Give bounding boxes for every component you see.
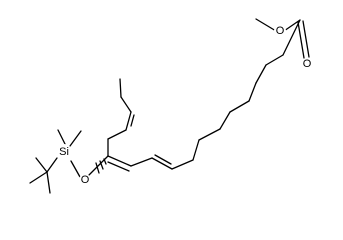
bond-cis-alkene-a [151, 157, 173, 170]
bond-side-alkene-b [130, 114, 135, 127]
bond-carbonyl-double-b [302, 20, 310, 58]
ester-oxygen-label: O [276, 25, 285, 37]
bond-chain-c6-c7 [219, 111, 231, 130]
silicon-atom: Si [56, 144, 72, 160]
bond-chain-c4-c5 [248, 82, 257, 102]
bond-side-c17-c18 [120, 96, 132, 113]
bond-stereo-hash-2 [99, 160, 104, 170]
bond-cis-alkene-b [154, 154, 172, 165]
chemical-structure: O O O Si [29, 18, 313, 194]
bond-tbutyl-methyl-2 [29, 171, 48, 184]
bond-chain-c2-c3 [265, 54, 284, 66]
bond-tbutyl-methyl-3 [46, 171, 51, 194]
bond-trans-alkene-a [107, 155, 132, 167]
carbonyl-oxygen-label: O [303, 58, 312, 70]
bond-carbon-oxygen [88, 155, 109, 176]
bond-stereo-hash-3 [95, 162, 100, 174]
bond-oxygen-silicon [70, 160, 81, 178]
skeleton-bonds [29, 18, 310, 194]
bond-chain-c7-c8 [198, 128, 221, 141]
bond-side-c18-c19 [119, 78, 122, 98]
silicon-label: Si [59, 146, 69, 158]
bond-side-alkene-a [125, 111, 132, 131]
ether-oxygen-label: O [81, 174, 90, 186]
bond-carbonyl-double-a [297, 21, 305, 59]
carbonyl-oxygen-atom: O [301, 58, 313, 70]
bond-chain-c8-c9 [192, 139, 200, 161]
ester-oxygen-atom: O [274, 25, 286, 37]
bond-tbutyl-methyl-1 [35, 157, 48, 173]
bond-chain-c14-c15 [107, 129, 127, 140]
bond-silicon-methyl-1 [57, 129, 67, 147]
bond-chain-c11-c12 [130, 157, 153, 167]
bond-chain-c9-c10 [171, 159, 194, 170]
bond-silicon-quaternary-carbon [46, 157, 58, 173]
bond-trans-alkene-b [107, 161, 130, 172]
bond-chain-c3-c4 [255, 64, 267, 84]
bond-methyl-oxygen [255, 18, 277, 32]
bond-silicon-methyl-2 [69, 130, 82, 147]
bond-oxygen-carbonyl [283, 19, 301, 32]
atom-labels: O O O Si [56, 25, 313, 186]
bond-chain-c1-c2 [282, 19, 301, 56]
ether-oxygen-atom: O [79, 174, 91, 186]
bond-chain-c5-c6 [229, 100, 250, 113]
